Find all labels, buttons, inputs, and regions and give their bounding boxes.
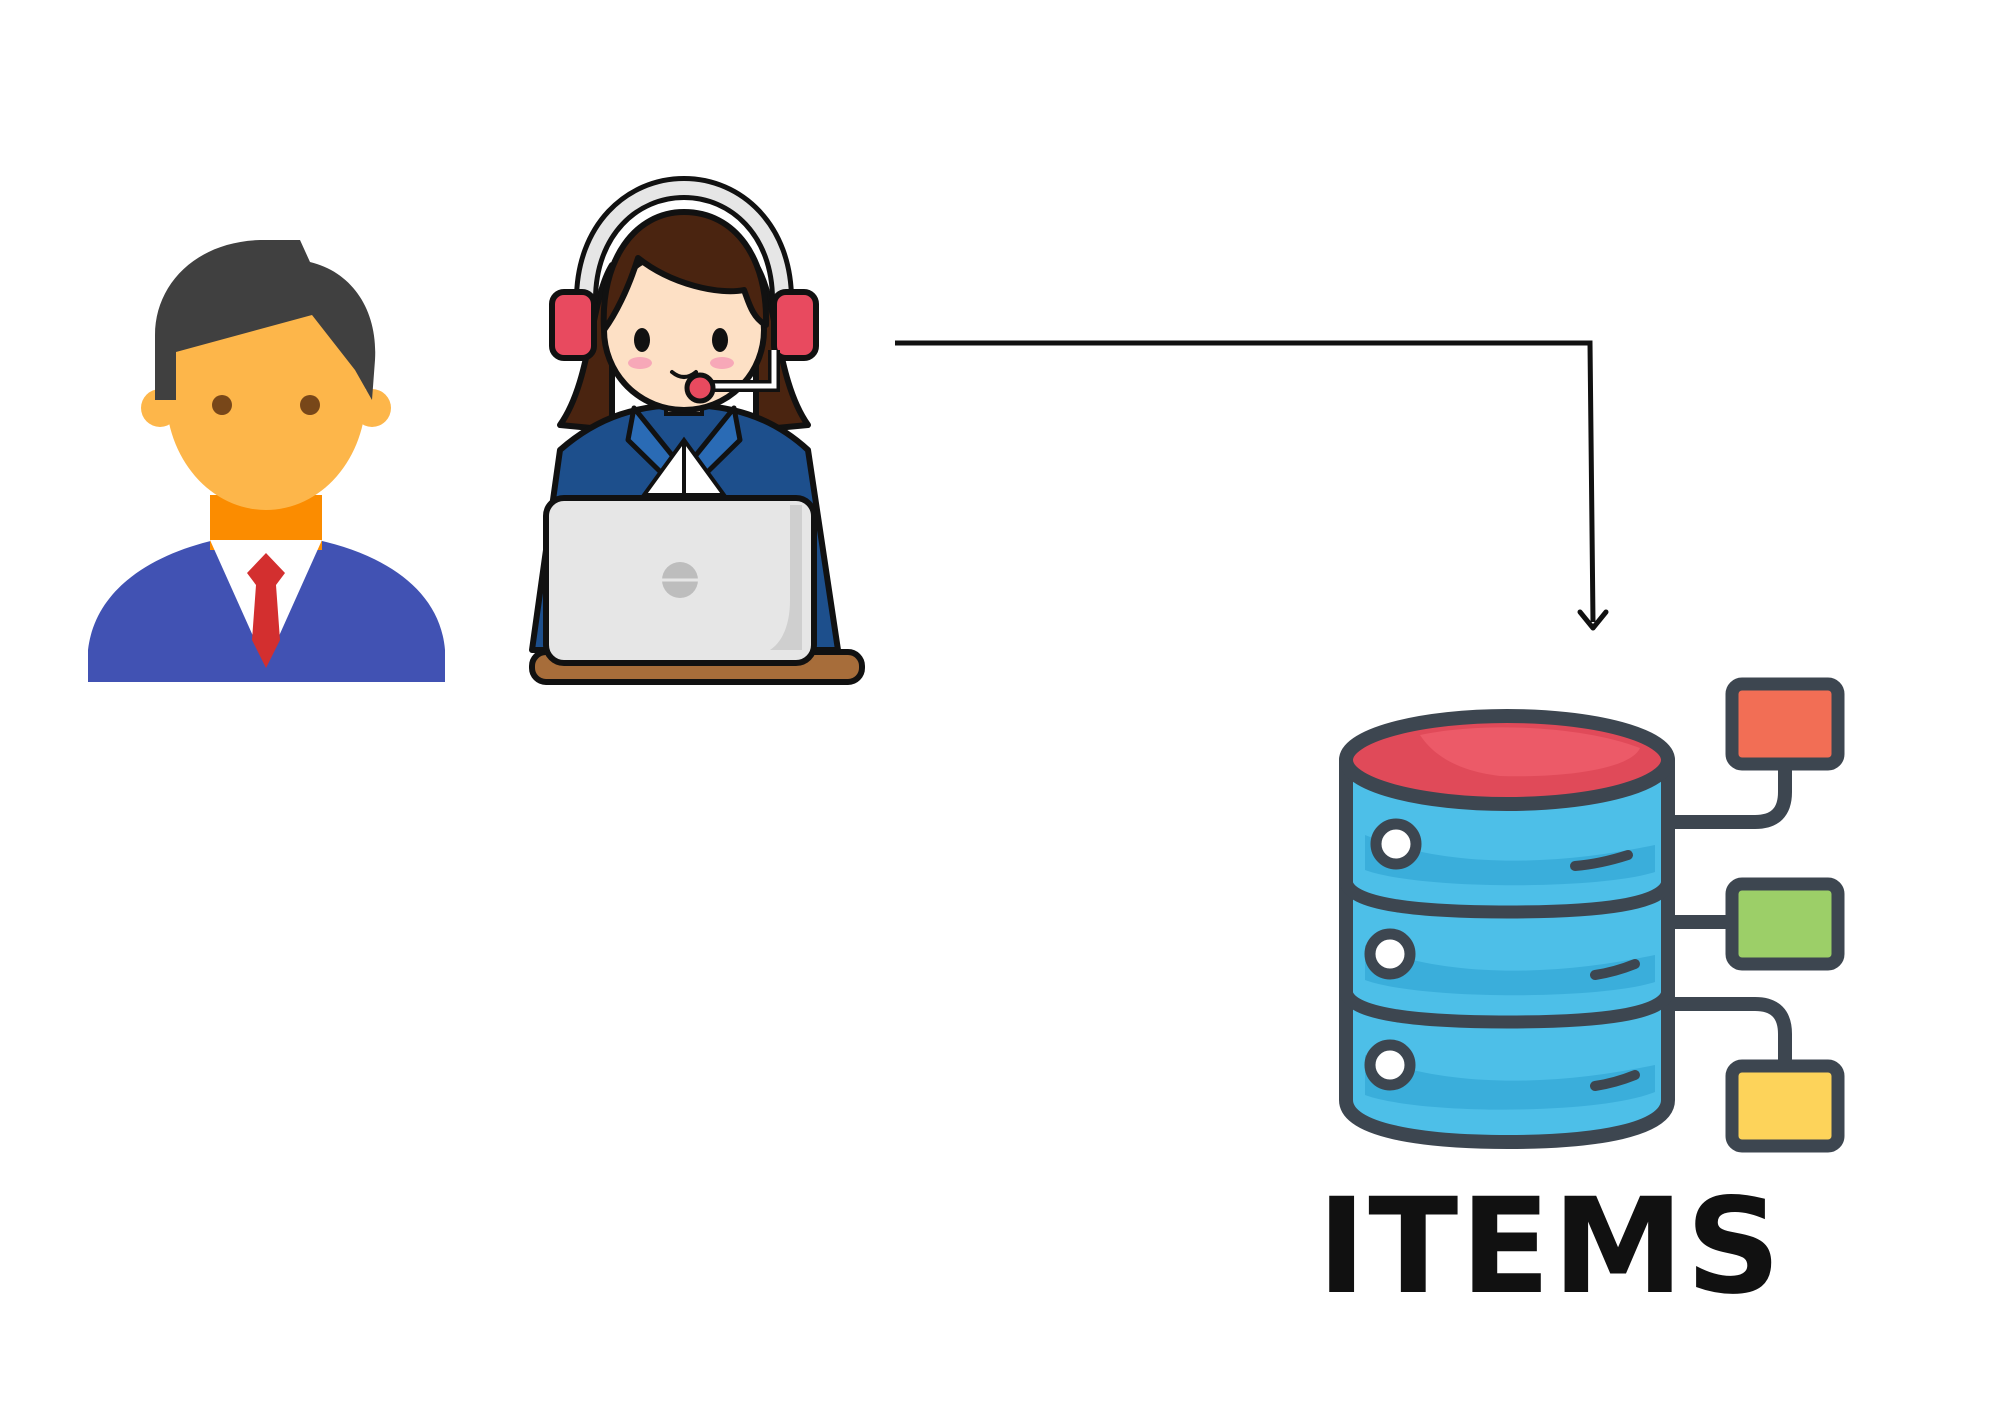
connector-line — [895, 340, 1596, 623]
db-divider-2 — [1339, 988, 1675, 1029]
database-label: ITEMS — [1317, 1170, 1783, 1324]
db-top-highlight — [1420, 727, 1640, 777]
agent-mic — [684, 372, 716, 404]
businessman-eye-right — [300, 395, 320, 415]
db-indicator-2 — [1364, 928, 1416, 980]
support-agent-headset-laptop-icon — [529, 175, 865, 685]
db-connector-bottom — [1668, 997, 1792, 1066]
agent-cheek-right — [710, 357, 734, 369]
agent-earcup-right — [771, 289, 819, 361]
db-connector-top — [1668, 762, 1792, 829]
db-node-green — [1725, 877, 1845, 971]
businessman-tie — [247, 553, 285, 668]
agent-mic-boom-inner — [712, 350, 777, 389]
agent-headband-inner — [579, 180, 789, 307]
agent-eye-right — [712, 328, 728, 352]
businessman-hair — [155, 240, 376, 400]
agent-eye-left — [634, 328, 650, 352]
agent-earcup-left — [549, 289, 597, 361]
db-node-red — [1725, 677, 1845, 771]
businessman-eye-left — [212, 395, 232, 415]
db-indicator-1 — [1370, 818, 1422, 870]
agent-mouth — [670, 370, 698, 379]
db-shade-3 — [1365, 1055, 1655, 1110]
db-shade-1 — [1365, 835, 1655, 886]
arrow-head-icon — [1577, 609, 1609, 631]
db-shade-2 — [1365, 945, 1655, 996]
businessman-icon — [88, 240, 445, 682]
connector-arrow — [895, 340, 1609, 631]
database-icon — [1339, 677, 1845, 1153]
agent-cheek-left — [628, 357, 652, 369]
laptop-shade — [770, 505, 802, 650]
agent-hair-top — [600, 209, 770, 333]
db-dash-3 — [1590, 1070, 1640, 1091]
db-divider-1 — [1339, 878, 1675, 919]
db-node-yellow — [1725, 1059, 1845, 1153]
db-indicator-3 — [1364, 1039, 1416, 1091]
db-dash-1 — [1570, 850, 1633, 871]
db-dash-2 — [1590, 959, 1640, 980]
